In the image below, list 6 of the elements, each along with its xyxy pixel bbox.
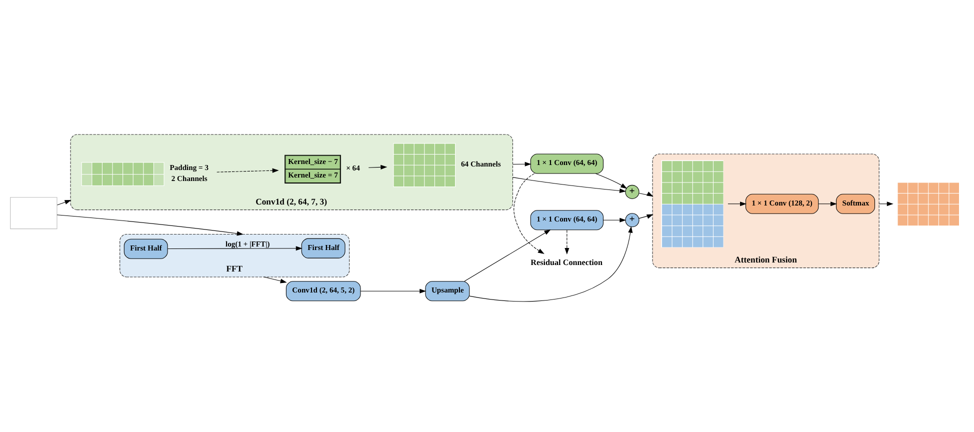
node-label: 64 Channels [460,160,501,169]
node-label: × 64 [346,164,360,173]
node-label: 2 Channels [171,174,208,184]
node-label: Padding = 3 [170,162,209,172]
node-text: Residual Connection [530,258,602,267]
edge-label: log(1 + |FFT|) [226,239,270,248]
